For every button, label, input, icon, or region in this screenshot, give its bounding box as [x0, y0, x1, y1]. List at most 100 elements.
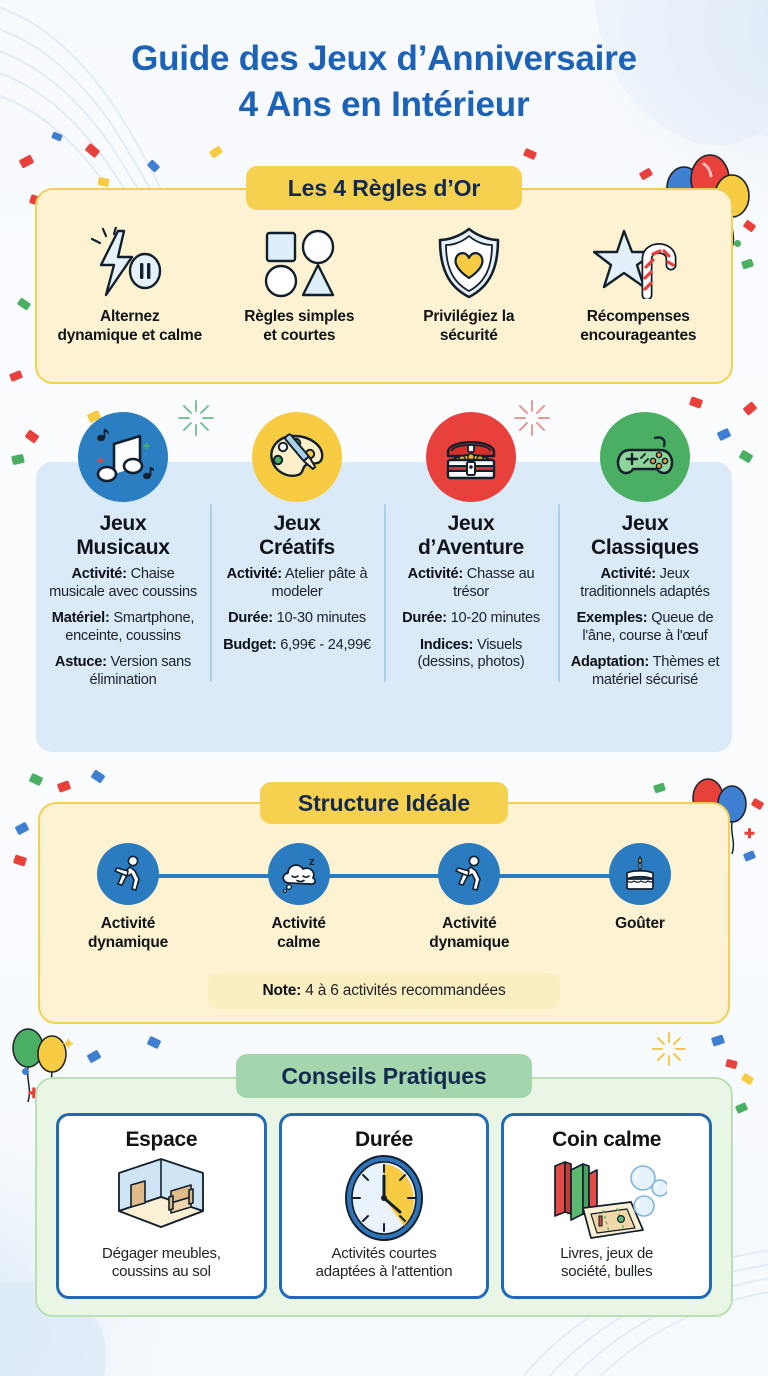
structure-note-label: Note:: [262, 982, 302, 999]
svg-text:z: z: [309, 856, 315, 868]
tip-title: Espace: [125, 1128, 198, 1151]
game-fact: Matériel: Smartphone, enceinte, coussins: [51, 610, 195, 644]
confetti-piece: [688, 396, 704, 409]
treasure-chest-icon: [426, 412, 516, 502]
confetti-piece: [653, 782, 666, 794]
running-person-icon: [97, 843, 159, 905]
confetti-piece: [742, 850, 757, 862]
confetti-piece: [742, 401, 758, 416]
game-fact: Adaptation: Thèmes et matériel sécurisé: [570, 654, 720, 688]
confetti-piece: [741, 258, 754, 270]
structure-note-text: 4 à 6 activités recommandées: [305, 982, 506, 999]
confetti-piece: [522, 147, 538, 161]
confetti-piece: [16, 297, 32, 311]
structure-note: Note: 4 à 6 activités recommandées: [208, 973, 560, 1009]
confetti-piece: [84, 142, 101, 159]
clock-icon: [338, 1152, 430, 1245]
game-fact: Budget: 6,99€ - 24,99€: [223, 636, 371, 653]
rules-badge: Les 4 Règles d’Or: [246, 166, 522, 210]
sleep-cloud-icon: z: [267, 843, 330, 905]
sparkle-icon: [652, 1032, 686, 1066]
game-facts: Activité: Chasse au trésor Durée: 10-20 …: [391, 566, 551, 681]
confetti-piece: [8, 370, 24, 382]
tip-card-space: Espace Dégager meubles,c: [56, 1113, 267, 1299]
confetti-piece: [734, 1102, 749, 1114]
tip-title: Coin calme: [552, 1128, 662, 1151]
tips-row: Espace Dégager meubles,c: [56, 1113, 713, 1299]
page-title: Guide des Jeux d’Anniversaire 4 Ans en I…: [0, 36, 768, 127]
confetti-piece: [28, 772, 44, 787]
game-fact: Astuce: Version sans élimination: [54, 654, 192, 688]
gamepad-icon: [600, 412, 690, 502]
confetti-piece: [56, 780, 72, 793]
shapes-icon: [259, 226, 339, 300]
star-candycane-icon: [593, 226, 683, 300]
confetti-piece: [14, 821, 30, 836]
confetti-piece: [146, 1035, 162, 1050]
confetti-piece: [742, 219, 757, 233]
confetti-piece: [86, 1049, 102, 1064]
confetti-piece: [740, 1072, 755, 1086]
confetti-piece: [710, 1034, 726, 1047]
confetti-piece: [208, 145, 224, 159]
birthday-cake-icon: [608, 843, 671, 905]
game-facts: Activité: Atelier pâte à modeler Durée: …: [217, 566, 377, 663]
timeline-step-label: Goûter: [615, 915, 665, 932]
game-fact: Exemples: Queue de l'âne, course à l'œuf: [576, 610, 714, 644]
confetti-piece: [51, 131, 63, 142]
game-facts: Activité: Chaise musicale avec coussins …: [43, 566, 203, 698]
confetti-piece: [638, 167, 654, 181]
tips-badge: Conseils Pratiques: [236, 1054, 532, 1098]
confetti-piece: [90, 769, 106, 784]
timeline-connector: [130, 874, 640, 878]
confetti-piece: [750, 797, 765, 811]
game-facts: Activité: Jeux traditionnels adaptés Exe…: [565, 566, 725, 698]
game-fact: Durée: 10-30 minutes: [228, 610, 366, 627]
confetti-piece: [18, 154, 35, 169]
confetti-piece: [738, 449, 754, 464]
tip-title: Durée: [354, 1128, 414, 1151]
game-fact: Indices: Visuels (dessins, photos): [417, 636, 525, 671]
confetti-piece: [12, 854, 28, 867]
confetti-piece: [97, 176, 110, 188]
sparkle-plus-icon: ✦: [62, 1036, 75, 1053]
confetti-piece: [146, 159, 161, 173]
tip-card-duration: Durée: [278, 1113, 490, 1299]
page-title-line-2: 4 Ans en Intérieur: [238, 84, 530, 124]
game-fact: Activité: Jeux traditionnels adaptés: [580, 566, 710, 600]
confetti-dot: [734, 240, 741, 247]
structure-badge: Structure Idéale: [260, 782, 508, 824]
page-title-line-1: Guide des Jeux d’Anniversaire: [131, 39, 637, 78]
game-fact: Activité: Chaise musicale avec coussins: [49, 566, 197, 600]
shield-heart-icon: [433, 226, 505, 300]
game-fact: Activité: Chasse au trésor: [407, 566, 535, 600]
tip-text: Dégager meubles,coussins au sol: [102, 1244, 221, 1281]
confetti-dot: [22, 1068, 29, 1075]
